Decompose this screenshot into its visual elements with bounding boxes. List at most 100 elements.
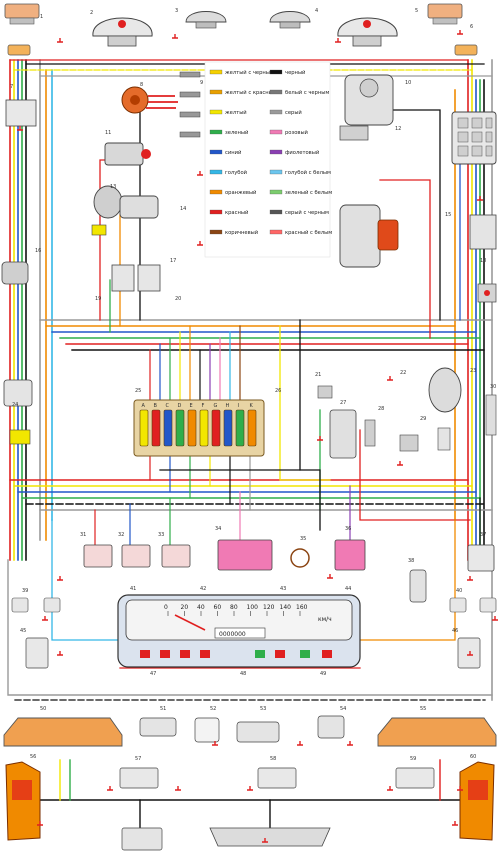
- legend-swatch: [269, 209, 283, 215]
- callout-number: 27: [340, 400, 346, 406]
- brake-sensor: [477, 283, 497, 303]
- ignition-coil: [104, 142, 151, 166]
- ignition-switch[interactable]: [334, 539, 366, 571]
- callout-number: 37: [480, 532, 486, 538]
- legend-swatch: [209, 89, 223, 95]
- ground-symbol: [477, 196, 483, 201]
- callout-number: 32: [118, 532, 124, 538]
- callout-number: 7: [10, 84, 13, 90]
- ground-points: [17, 30, 498, 843]
- speedometer-tick-label: 160: [296, 604, 308, 611]
- speedometer-tick-label: 80: [230, 604, 238, 611]
- callout-number: 44: [345, 586, 351, 592]
- fuse: [163, 409, 173, 447]
- switch-wiper[interactable]: [161, 544, 191, 568]
- callout-number: 17: [170, 258, 176, 264]
- wire-rear-grey-loop: [7, 559, 493, 696]
- callout-number: 9: [200, 80, 203, 86]
- left-socket: [9, 429, 31, 445]
- switch-fan[interactable]: [121, 544, 151, 568]
- rear-components: [3, 715, 497, 851]
- legend-swatch: [209, 149, 223, 155]
- legend-label: синий: [225, 149, 241, 156]
- ground-symbol: [457, 786, 463, 791]
- wire-center-black: [159, 469, 321, 531]
- door-switch-1: [119, 767, 159, 789]
- callout-number: 30: [490, 384, 496, 390]
- cigarette-lighter: [409, 569, 427, 603]
- wire-cluster-right: [359, 519, 456, 641]
- callout-number: 26: [275, 388, 281, 394]
- callout-number: 50: [40, 706, 46, 712]
- wiper-motor: [91, 185, 159, 236]
- door-switch-3: [395, 767, 435, 789]
- legend-label: розовый: [285, 129, 308, 136]
- temperature-sensor: [364, 419, 376, 447]
- speedometer-tick-label: 40: [197, 604, 205, 611]
- legend-swatch: [209, 129, 223, 135]
- legend-swatch: [209, 229, 223, 235]
- callout-number: 56: [30, 754, 36, 760]
- left-headlight: [92, 17, 153, 47]
- right-horn: [269, 11, 311, 29]
- odometer: [214, 627, 266, 639]
- hazard-switch[interactable]: [467, 544, 495, 572]
- callout-number: 38: [408, 558, 414, 564]
- spark-plugs: [179, 71, 201, 138]
- legend-swatch: [209, 169, 223, 175]
- switch-lights[interactable]: [83, 544, 113, 568]
- fuel-gauge-sender: [194, 717, 220, 743]
- ground-symbol: [42, 616, 48, 621]
- callout-number: 54: [340, 706, 346, 712]
- ground-symbol: [317, 436, 323, 441]
- callout-number: 36: [345, 526, 351, 532]
- callout-number: 24: [12, 402, 18, 408]
- fuse: [175, 409, 185, 447]
- right-turn-indicator: [454, 44, 478, 56]
- fuse: [199, 409, 209, 447]
- legend-swatch: [269, 189, 283, 195]
- callout-number: 55: [420, 706, 426, 712]
- callout-number: 5: [415, 8, 418, 14]
- combination-switch[interactable]: [217, 539, 273, 571]
- callout-number: 18: [480, 258, 486, 264]
- steering-wheel-horn[interactable]: [290, 548, 310, 568]
- windshield-washer-pump: [329, 409, 357, 459]
- fuel-level-sensor: [485, 394, 497, 436]
- legend-label: красный с белым: [285, 229, 332, 236]
- wire-center-red: [359, 429, 471, 521]
- legend-label: оранжевый: [225, 189, 256, 196]
- fuse-label: A: [142, 403, 146, 409]
- speedometer-tick-label: 100: [247, 604, 259, 611]
- ground-symbol: [57, 651, 63, 656]
- legend-swatch: [209, 69, 223, 75]
- callout-number: 6: [470, 24, 473, 30]
- fuse-label: I: [238, 403, 239, 409]
- ground-symbol: [335, 38, 341, 43]
- reverse-lamp: [317, 715, 345, 739]
- fog-lamp: [121, 827, 163, 851]
- fuse: [211, 409, 221, 447]
- reverse-light-switch: [317, 385, 333, 399]
- fuse-label: E: [190, 403, 193, 409]
- legend-label: голубой: [225, 169, 247, 176]
- ground-symbol: [37, 821, 43, 826]
- speedometer-tick-label: 120: [263, 604, 275, 611]
- ground-symbol: [212, 741, 218, 746]
- left-turn-indicator: [7, 44, 31, 56]
- legend-label: желтый с красным: [225, 89, 277, 96]
- callout-number: 19: [95, 296, 101, 302]
- callout-number: 53: [260, 706, 266, 712]
- callout-number: 57: [135, 756, 141, 762]
- legend-swatch: [269, 69, 283, 75]
- callout-number: 14: [180, 206, 186, 212]
- callout-number: 20: [175, 296, 181, 302]
- callout-number: 34: [215, 526, 221, 532]
- callout-number: 8: [140, 82, 143, 88]
- callout-number: 23: [470, 368, 476, 374]
- ground-symbol: [297, 741, 303, 746]
- legend-swatch: [209, 109, 223, 115]
